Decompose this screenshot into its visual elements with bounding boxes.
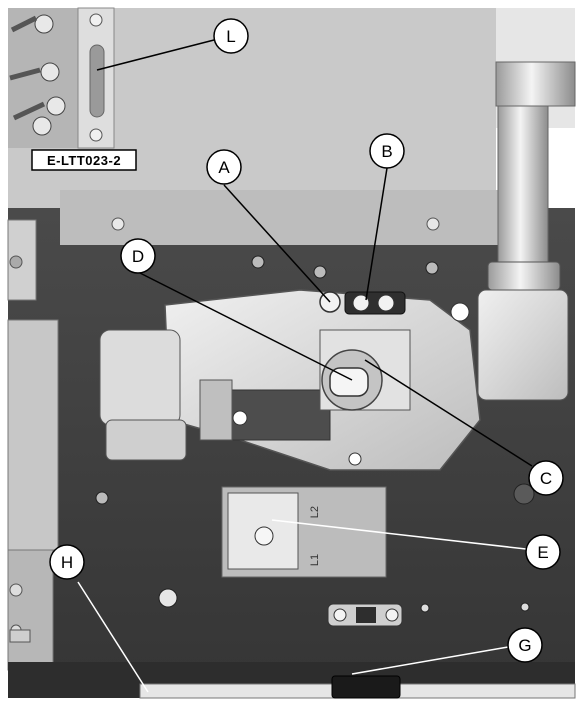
leader-line-b: [365, 167, 388, 301]
upper-lip-screws: [111, 217, 440, 231]
part-label-box: E-LTT023-2: [31, 149, 137, 171]
upper-housing-lip: [60, 190, 500, 245]
callout-g: G: [507, 627, 543, 663]
gas-valve-coil-connector: [344, 291, 406, 315]
terminal-label-l1: L1: [309, 554, 321, 566]
callout-a-label: A: [218, 158, 230, 177]
leader-lines: [77, 39, 533, 693]
part-label: E-LTT023-2: [47, 153, 121, 168]
leader-line-d: [137, 271, 353, 381]
leader-line-e: [271, 519, 527, 550]
callout-l-label: L: [226, 27, 235, 46]
callout-a: A: [206, 149, 242, 185]
callout-h: H: [49, 544, 85, 580]
leader-line-a: [223, 184, 331, 303]
top-left-bracket: [8, 7, 115, 149]
callouts: A B C D E G H: [49, 18, 564, 663]
gas-pipe: [477, 61, 576, 401]
terminal-block: L2 L1: [221, 486, 387, 578]
callout-e: E: [525, 534, 561, 570]
callout-d-label: D: [132, 247, 144, 266]
back-panel-screws: [95, 255, 535, 613]
leader-line-h: [77, 581, 149, 693]
callout-c-label: C: [540, 469, 552, 488]
callout-c: C: [528, 460, 564, 496]
bottom-connector: [327, 603, 403, 627]
callout-b: B: [369, 133, 405, 169]
callout-l: L: [213, 18, 249, 54]
callout-b-label: B: [381, 142, 392, 161]
left-side-panel: [7, 219, 59, 671]
callout-h-label: H: [61, 553, 73, 572]
leader-line-c: [364, 359, 533, 467]
lower-left-panel: [9, 629, 31, 643]
terminal-label-l2: L2: [309, 506, 321, 518]
leader-line-l: [96, 39, 215, 71]
callout-g-label: G: [518, 636, 531, 655]
bottom-bracket: [331, 675, 401, 699]
leader-line-g: [351, 646, 509, 675]
callout-d: D: [120, 238, 156, 274]
callout-e-label: E: [537, 543, 548, 562]
bottom-strip: [8, 662, 576, 699]
